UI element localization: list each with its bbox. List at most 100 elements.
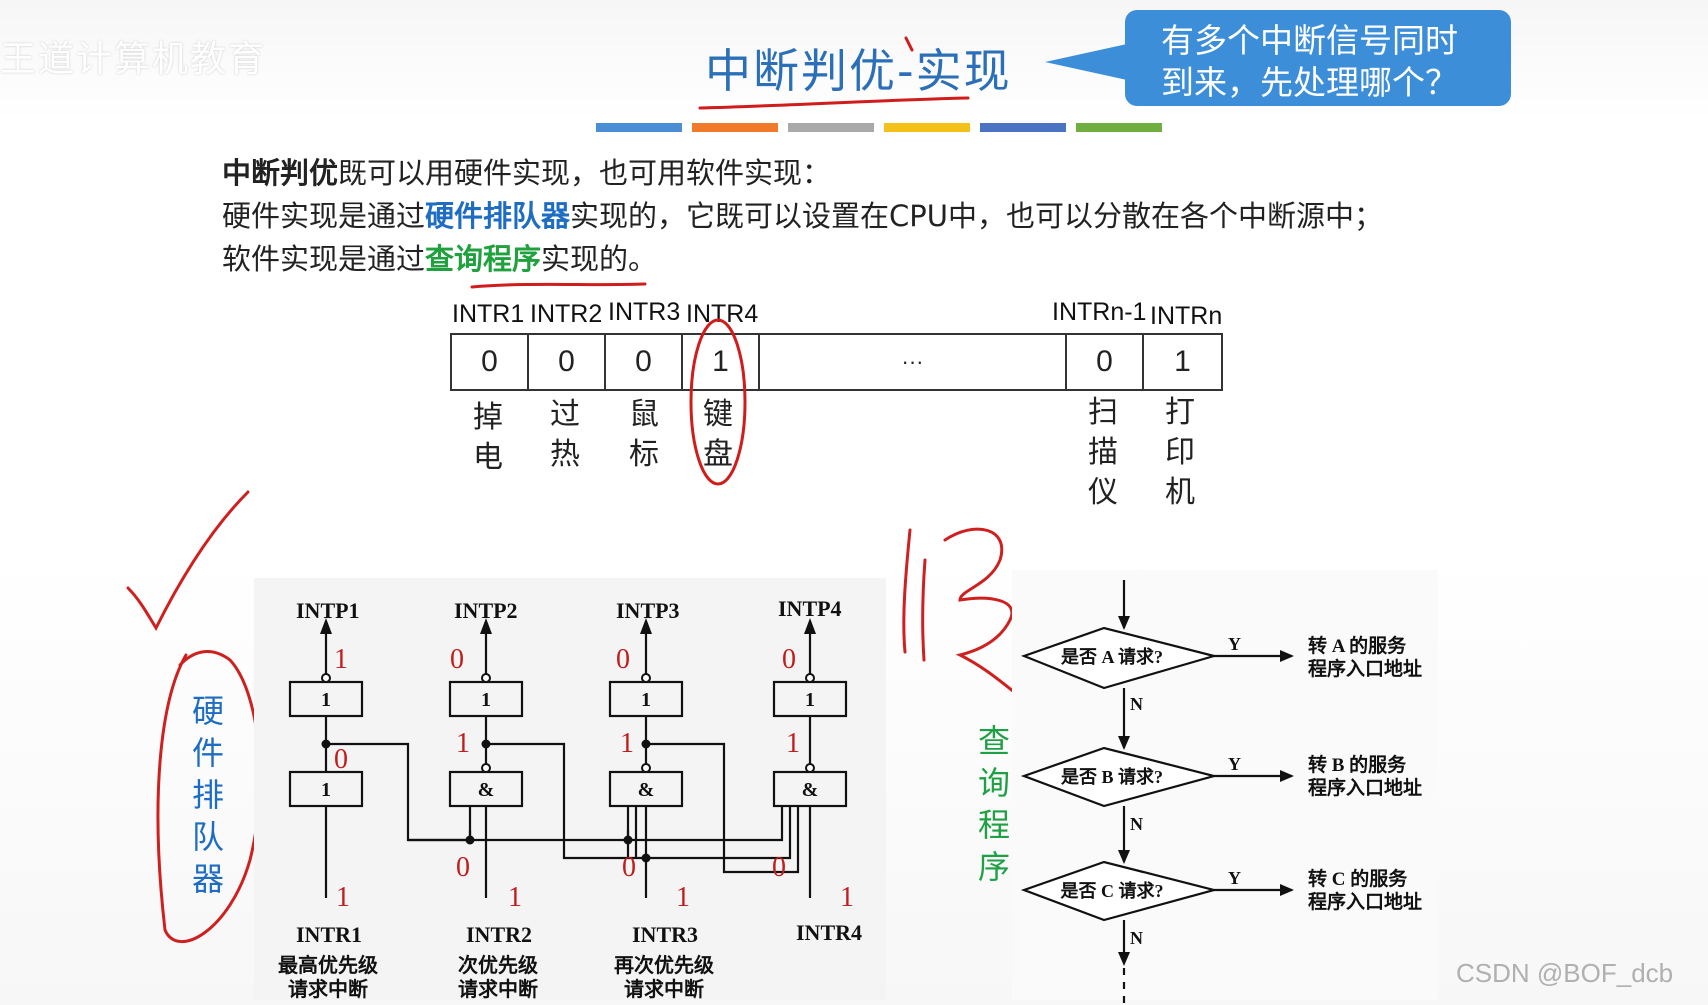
target-label: 程序入口地址 [1308, 776, 1422, 799]
pen-mark [904, 36, 914, 52]
intro-line-2: 硬件实现是通过硬件排队器实现的，它既可以设置在CPU中，也可以分散在各个中断源中… [222, 195, 1383, 238]
source-char: 鼠 [629, 397, 659, 432]
red-bit: 0 [334, 744, 348, 775]
reg-header: INTR4 [686, 300, 759, 328]
flow-arrow [1118, 616, 1130, 630]
hw-caption: 请求中断 [458, 977, 538, 1001]
intro-text: 实现的。 [541, 242, 658, 276]
flow-arrow [1118, 850, 1130, 864]
intro-text: 既可以用硬件实现，也可用软件实现： [338, 156, 832, 190]
keyboard-circle [689, 318, 747, 486]
source-char: 掉 [473, 400, 503, 435]
hw-inverter-bubble [641, 763, 651, 773]
color-bar [1076, 123, 1162, 132]
red-bit: 0 [782, 644, 796, 675]
gate-label: & [478, 779, 495, 801]
red-bit: 1 [508, 882, 522, 913]
intro-line-1: 中断判优既可以用硬件实现，也可用软件实现： [222, 152, 1383, 195]
reg-header: INTRn-1 [1052, 298, 1147, 326]
target-label: 转 C 的服务 [1308, 867, 1408, 890]
reg-header: INTR1 [452, 300, 525, 328]
color-bar [596, 123, 682, 132]
reg-header: INTR2 [530, 300, 603, 328]
reg-cell: 0 [452, 335, 529, 389]
flow-arrow [1280, 650, 1294, 662]
hw-annot-char: 件 [192, 735, 224, 771]
hw-junction [481, 739, 491, 749]
title-underline [698, 96, 970, 110]
hw-inverter-bubble [641, 673, 651, 683]
hw-inverter-bubble [805, 763, 815, 773]
red-bit: 1 [334, 644, 348, 675]
reg-cell: 0 [606, 335, 683, 389]
checkmark [126, 490, 250, 632]
page-title: 中断判优-实现 [705, 44, 1012, 98]
hw-arrow [320, 618, 332, 634]
callout-line-1: 有多个中断信号同时 [1161, 21, 1458, 60]
hw-output-label: INTP4 [778, 596, 842, 621]
intro-line-3: 软件实现是通过查询程序实现的。 [222, 238, 1383, 281]
hw-arrow [480, 618, 492, 634]
hw-annot-char: 器 [192, 861, 224, 897]
hw-caption: 请求中断 [624, 977, 704, 1001]
gate-label: 1 [481, 689, 491, 711]
source-char: 标 [629, 437, 659, 472]
hw-inverter-bubble [805, 673, 815, 683]
reg-header: INTRn [1150, 302, 1223, 330]
bold-term: 中断判优 [222, 156, 339, 190]
hw-output-label: INTP2 [454, 598, 518, 623]
sw-annot-char: 程 [978, 807, 1010, 843]
callout-line-2: 到来，先处理哪个？ [1161, 63, 1458, 102]
red-bit: 1 [840, 882, 854, 913]
footer-watermark: CSDN @BOF_dcb [1456, 958, 1674, 988]
hw-input-label: INTR3 [632, 922, 698, 947]
hw-caption: 最高优先级 [278, 953, 378, 977]
gate-label: 1 [321, 779, 331, 801]
reg-header: INTR3 [608, 298, 681, 326]
hw-annot-char: 队 [192, 819, 224, 855]
source-char: 电 [473, 440, 503, 475]
slow-label: 慢 [958, 560, 978, 589]
source-char: 机 [1165, 475, 1195, 510]
hw-junction [641, 853, 651, 863]
decision-question: 是否 C 请求? [1060, 880, 1164, 901]
sw-annot-char: 询 [978, 765, 1010, 801]
reg-cell: 0 [529, 335, 606, 389]
query-underline [470, 282, 647, 289]
hw-junction [321, 739, 331, 749]
hw-caption: 请求中断 [288, 977, 368, 1001]
source-label: 扫描仪 [1083, 393, 1123, 513]
red-bit: 1 [786, 728, 800, 759]
intro-paragraph: 中断判优既可以用硬件实现，也可用软件实现： 硬件实现是通过硬件排队器实现的，它既… [222, 152, 1383, 281]
hw-junction [641, 739, 651, 749]
hw-input-label: INTR2 [466, 922, 532, 947]
hw-wire [486, 742, 792, 860]
target-label: 转 A 的服务 [1308, 634, 1407, 657]
source-label: 鼠标 [624, 395, 664, 475]
source-label: 打印机 [1160, 393, 1200, 513]
hw-inverter-bubble [481, 673, 491, 683]
yes-label: Y [1228, 868, 1241, 888]
hw-junction [465, 835, 475, 845]
color-bar [788, 123, 874, 132]
flow-arrow [1280, 884, 1294, 896]
red-bit: 1 [456, 728, 470, 759]
red-bit: 1 [336, 882, 350, 913]
hw-inverter-bubble [321, 673, 331, 683]
target-label: 程序入口地址 [1308, 890, 1422, 913]
decision-question: 是否 A 请求? [1060, 646, 1163, 667]
flow-line [1214, 654, 1292, 892]
color-bars [596, 123, 1162, 132]
source-label: 掉电 [468, 398, 508, 478]
no-label: N [1130, 814, 1143, 834]
target-label: 转 B 的服务 [1308, 753, 1407, 776]
hw-caption: 次优先级 [458, 953, 538, 977]
hardware-term: 硬件排队器 [425, 199, 571, 233]
red-bit: 0 [450, 644, 464, 675]
hw-inverter-bubble [481, 763, 491, 773]
red-bit: 0 [616, 644, 630, 675]
source-char: 键 [703, 397, 733, 432]
gate-label: 1 [641, 689, 651, 711]
flow-arrow [1118, 952, 1130, 966]
flow-arrow [1280, 770, 1294, 782]
